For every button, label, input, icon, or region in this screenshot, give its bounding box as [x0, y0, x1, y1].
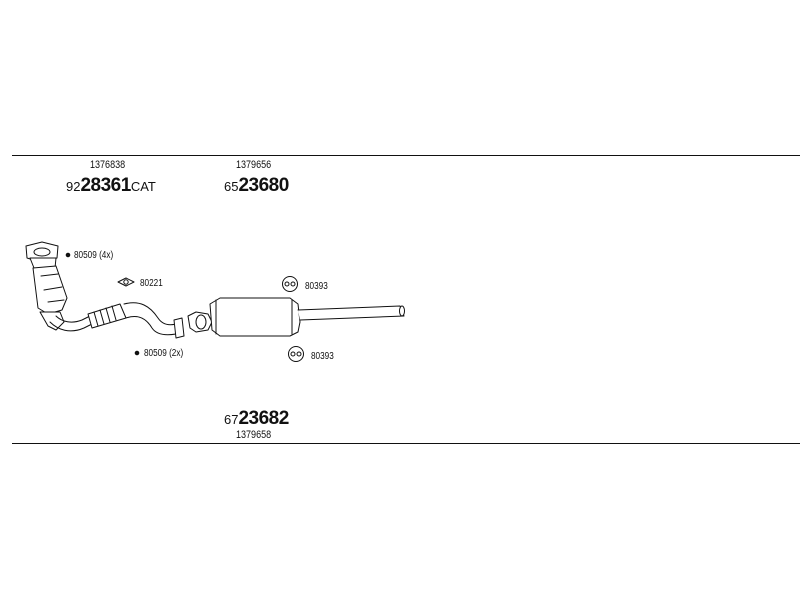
- flex-pipe: [87, 303, 127, 329]
- bolt-bottom-label: 80509 (2x): [144, 348, 184, 359]
- muffler-part-prefix: 65: [224, 179, 239, 194]
- bolt-top-label: 80509 (4x): [74, 250, 114, 261]
- rear-part-number: 6723682: [224, 409, 289, 428]
- gasket-icon: [117, 277, 135, 287]
- cat-ref-number: 1376838: [90, 159, 126, 171]
- cat-part-prefix: 92: [66, 179, 81, 194]
- bolt-bottom-marker: [134, 350, 140, 356]
- cat-part-number: 9228361CAT: [66, 176, 156, 195]
- tail-pipe: [297, 305, 405, 321]
- cat-part-suffix: CAT: [130, 179, 156, 194]
- muffler-body: [209, 297, 301, 337]
- rear-ref-number: 1379658: [236, 429, 272, 441]
- muffler-inlet-flange: [187, 311, 213, 333]
- rear-part-main: 23682: [238, 408, 289, 429]
- bolt-top-marker: [65, 252, 71, 258]
- muffler-ref-number: 1379656: [236, 159, 272, 171]
- cat-part-main: 28361: [80, 175, 131, 196]
- bottom-divider: [12, 443, 800, 444]
- hanger-bottom-icon: [288, 346, 304, 362]
- muffler-part-main: 23680: [238, 175, 289, 196]
- intermediate-pipe: [123, 302, 185, 339]
- front-pipe: [49, 315, 93, 332]
- top-divider: [12, 155, 800, 156]
- hanger-top-icon: [282, 276, 298, 292]
- cat-body: [29, 257, 68, 331]
- muffler-part-number: 6523680: [224, 176, 289, 195]
- rear-part-prefix: 67: [224, 412, 239, 427]
- hanger-top-label: 80393: [305, 281, 328, 292]
- cat-flange: [25, 241, 59, 263]
- hanger-bottom-label: 80393: [311, 351, 334, 362]
- gasket-label: 80221: [140, 278, 163, 289]
